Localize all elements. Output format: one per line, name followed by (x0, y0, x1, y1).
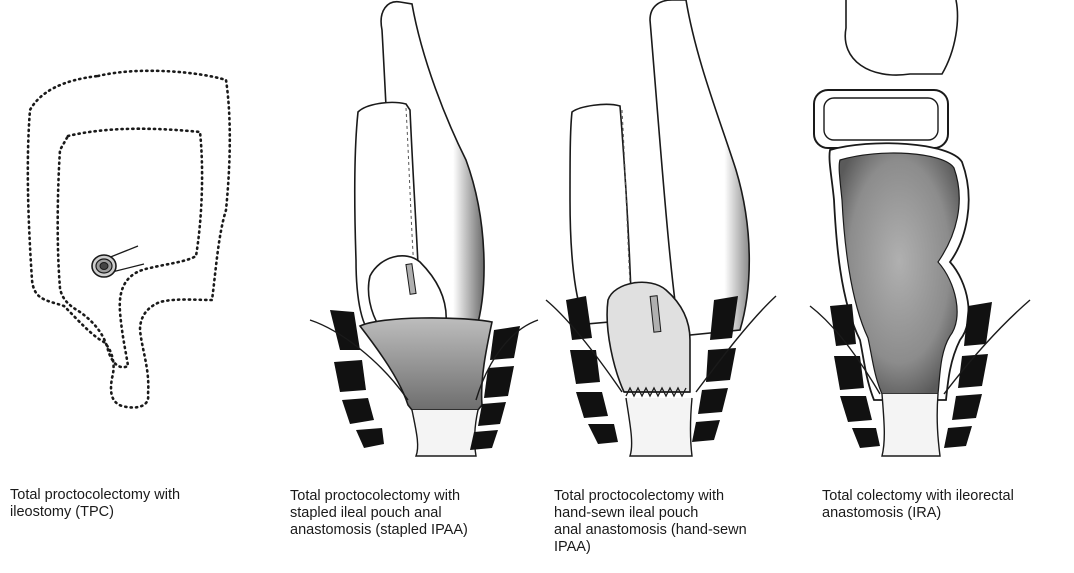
caption-stapled-ipaa: Total proctocolectomy with stapled ileal… (290, 488, 540, 539)
ileum-tube (845, 0, 957, 75)
panel-handsewn-ipaa: Total proctocolectomy with hand-sewn ile… (540, 0, 810, 573)
handsewn-ipaa-illustration (540, 0, 810, 460)
caption-ira: Total colectomy with ileorectal anastomo… (822, 488, 1074, 522)
caption-handsewn-ipaa: Total proctocolectomy with hand-sewn ile… (554, 488, 810, 556)
tpc-illustration (0, 0, 260, 450)
ileum-tube (650, 0, 749, 336)
stapled-ipaa-illustration (270, 0, 540, 460)
panel-tpc: Total proctocolectomy with ileostomy (TP… (0, 0, 260, 573)
colon-outline-inner (58, 129, 202, 367)
panel-stapled-ipaa: Total proctocolectomy with stapled ileal… (270, 0, 540, 573)
panel-ira: Total colectomy with ileorectal anastomo… (810, 0, 1074, 573)
ira-illustration (810, 0, 1074, 460)
caption-tpc: Total proctocolectomy with ileostomy (TP… (10, 487, 250, 521)
anal-cuff (360, 318, 492, 410)
